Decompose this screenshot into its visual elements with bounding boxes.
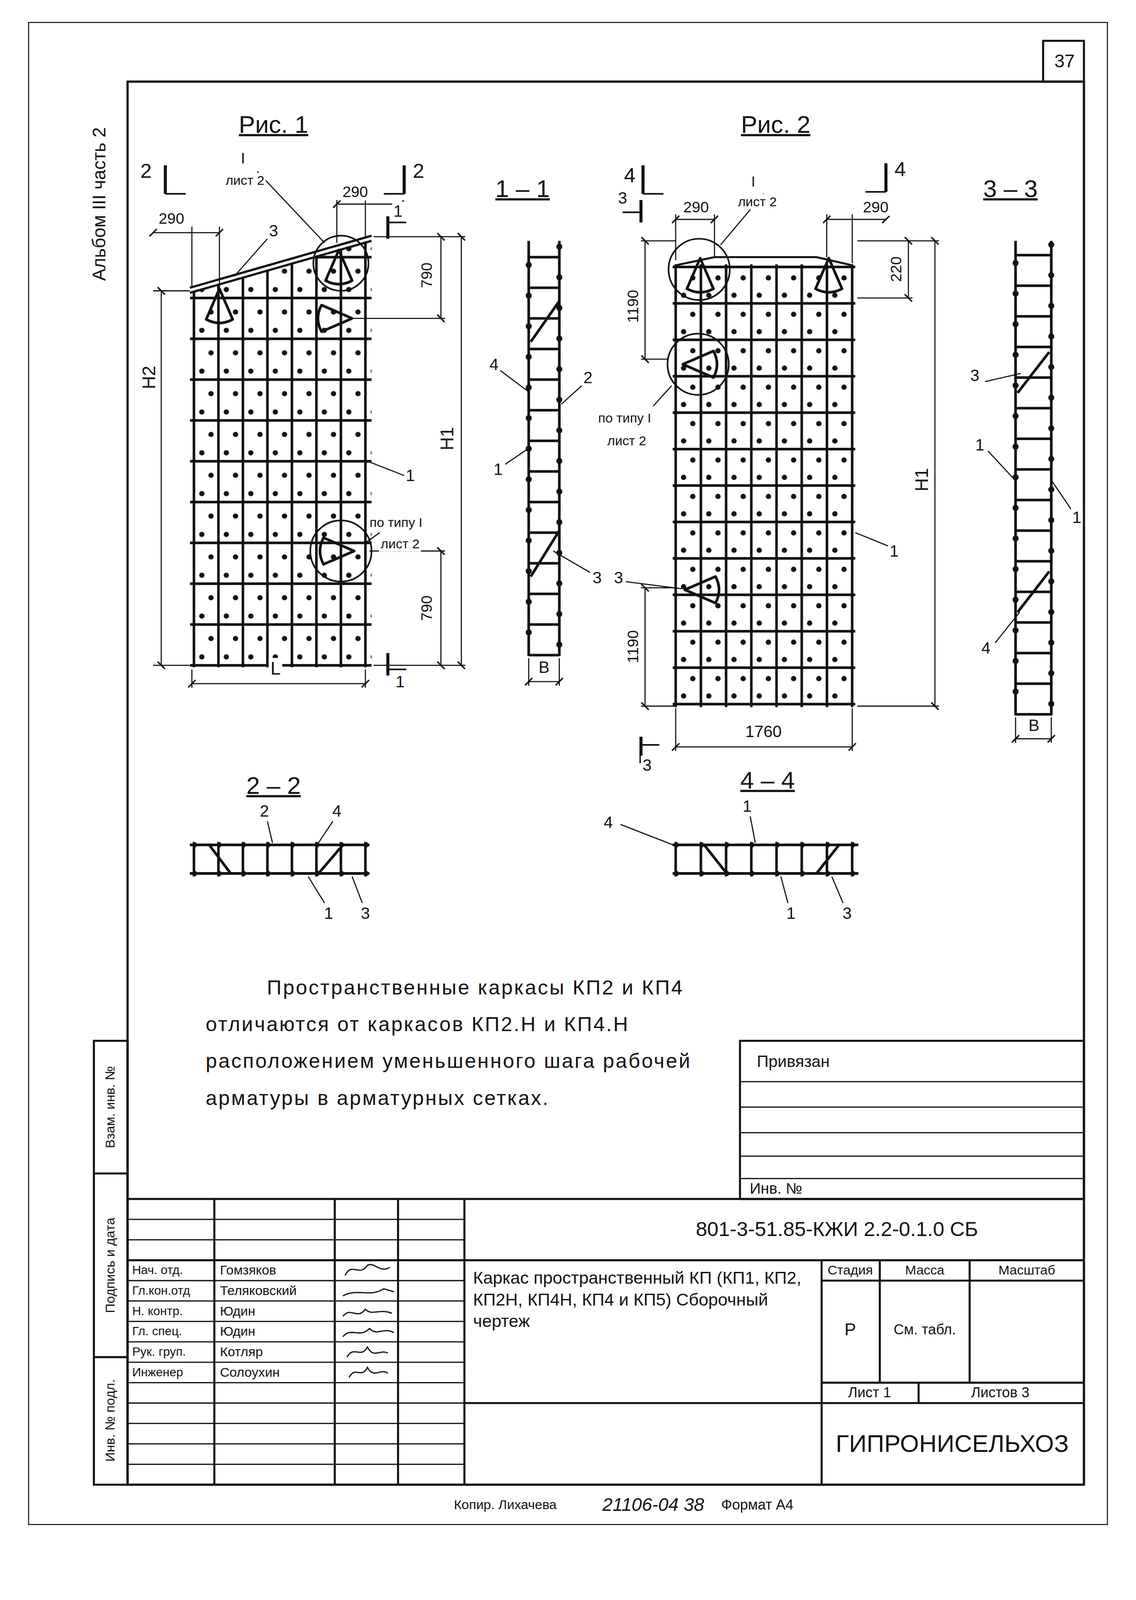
callout-number: 1 <box>785 903 798 923</box>
callout-number: 1 <box>392 201 405 221</box>
callout-number: 1 <box>404 466 417 486</box>
album-label: Альбом III часть 2 <box>88 125 110 283</box>
callout-number: 1190 <box>624 288 642 324</box>
callout-number: 3 <box>612 568 625 588</box>
callout-number: 290 <box>861 198 890 216</box>
callout-number: 1190 <box>624 628 642 665</box>
callout-number: 1 <box>973 435 987 455</box>
title-block-text: Теляковский <box>218 1283 299 1299</box>
callout-number: Н1 <box>436 425 458 453</box>
title-block-text: Инженер <box>130 1365 185 1380</box>
callout-number: 3 <box>968 366 981 386</box>
figure-title: Рис. 1 <box>237 110 310 139</box>
callout-number: 2 <box>138 159 153 184</box>
callout-number: 4 <box>330 802 344 821</box>
callout-number: 220 <box>887 255 905 284</box>
title-block-text: Юдин <box>218 1303 258 1320</box>
title-block-text: Подпись и дата <box>102 1216 119 1315</box>
title-block-text: Р <box>842 1320 858 1341</box>
section-title: 4 – 4 <box>738 766 797 795</box>
page-number: 37 <box>1052 50 1077 72</box>
callout-number: 4 <box>622 163 637 188</box>
callout-number: 1 <box>740 796 754 816</box>
callout-number: 4 <box>602 813 615 833</box>
callout-number: 1 <box>492 460 505 480</box>
callout-number: 290 <box>157 209 186 228</box>
title-block-text: Лист 1 <box>846 1385 893 1402</box>
callout-number: 1760 <box>743 722 784 742</box>
callout-number: 1 <box>393 672 407 692</box>
callout-number: лист 2 <box>605 433 648 449</box>
callout-number: лист 2 <box>223 173 266 189</box>
title-block-text: Взам. инв. № <box>102 1064 119 1150</box>
figure-title: Рис. 2 <box>739 110 813 139</box>
callout-number: 3 <box>359 903 372 923</box>
figure-title: 1 – 1 <box>493 174 552 203</box>
title-block-text: Юдин <box>218 1324 258 1340</box>
title-block-text: Нач. отд. <box>130 1263 185 1278</box>
title-block-text: ГИПРОНИСЕЛЬХОЗ <box>834 1430 1071 1459</box>
callout-number: 3 <box>641 756 654 775</box>
title-block-text: Каркас пространственный КП (КП1, КП2, КП… <box>471 1267 817 1333</box>
title-block-text: Гомзяков <box>218 1263 278 1279</box>
figure-title: 3 – 3 <box>981 174 1040 203</box>
callout-number: 3 <box>267 221 280 240</box>
callout-number: 3 <box>590 568 604 588</box>
callout-number: 290 <box>340 183 370 201</box>
callout-number: 4 <box>487 354 501 374</box>
callout-number: Н2 <box>138 364 160 392</box>
callout-number: 790 <box>417 261 436 290</box>
callout-number: 2 <box>581 368 595 388</box>
callout-number: лист 2 <box>736 194 779 210</box>
callout-number: лист 2 <box>378 536 421 552</box>
callout-number: по типу I <box>368 514 424 531</box>
title-block-text: Солоухин <box>218 1365 282 1381</box>
title-block-text: Инв. № <box>748 1180 804 1198</box>
title-block-text: Масштаб <box>971 1263 1082 1279</box>
note-text: Пространственные каркасы КП2 и КП4 отлич… <box>204 969 723 1117</box>
title-block-text: Листов 3 <box>969 1385 1031 1402</box>
callout-number: 1 <box>1070 507 1084 527</box>
title-block-text: 801-3-51.85-КЖИ 2.2-0.1.0 СБ <box>694 1218 980 1242</box>
callout-number: В <box>537 658 552 678</box>
title-block-text: Привязан <box>755 1052 832 1071</box>
callout-number: по типу I <box>596 410 653 427</box>
copy-footer: Формат А4 <box>719 1497 796 1515</box>
callout-number: Н1 <box>910 466 932 494</box>
callout-number: 1 <box>888 541 901 561</box>
title-block-text: Рук. груп. <box>130 1345 188 1360</box>
callout-number: I <box>749 173 757 191</box>
callout-number: 2 <box>411 159 426 184</box>
callout-number: L <box>268 657 282 679</box>
title-block-text: Гл.кон.отд <box>130 1284 192 1299</box>
callout-number: В <box>1027 716 1042 736</box>
title-block-text: Н. контр. <box>130 1304 185 1319</box>
callout-number: 4 <box>892 157 908 182</box>
title-block-text: Гл. спец. <box>130 1324 184 1339</box>
title-block-text: Стадия <box>822 1263 878 1279</box>
callout-number: 3 <box>840 903 854 923</box>
title-block-text: Инв. № подл. <box>102 1377 119 1464</box>
callout-number: 2 <box>258 802 271 821</box>
title-block-text: Масса <box>882 1263 968 1279</box>
callout-number: 290 <box>681 198 711 216</box>
copy-footer: Копир. Лихачева <box>452 1497 559 1514</box>
callout-number: I <box>239 149 247 167</box>
callout-number: 790 <box>417 594 436 623</box>
callout-number: 4 <box>979 638 993 658</box>
title-block-text: Котляр <box>218 1344 265 1361</box>
callout-number: 1 <box>322 903 335 923</box>
copy-footer: 21106-04 38 <box>601 1494 706 1516</box>
signatures <box>343 1264 395 1379</box>
callout-number: 3 <box>616 188 629 208</box>
section-title: 2 – 2 <box>244 771 303 800</box>
title-block-text: См. табл. <box>883 1321 966 1339</box>
